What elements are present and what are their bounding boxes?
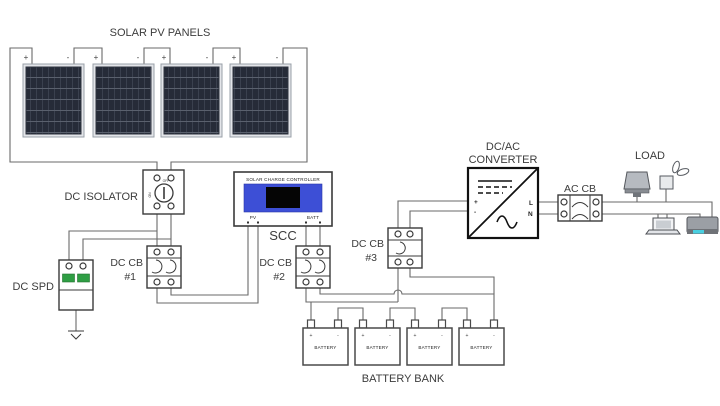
scc-batt-label: BATT [307,215,319,220]
dc-isolator: OFF ON DC ISOLATOR [64,169,185,215]
dc-breaker-2: DC CB #2 [259,245,331,289]
pv-panel-3 [160,63,223,138]
pv-panel-4 [229,63,292,138]
converter-label-1: DC/AC [486,141,520,153]
p4-minus: - [276,53,279,62]
battery-bank-label: BATTERY BANK [362,373,445,385]
p2-plus: + [94,53,99,62]
load-label: LOAD [635,150,665,162]
dc-breaker-3: DC CB #3 [351,227,423,269]
scc-lcd [266,187,300,208]
bat1-minus: - [337,333,339,339]
battery-1: + - BATTERY [302,319,349,366]
solar-pv-array: + - + - + - + - [22,53,292,138]
lamp-icon [623,171,651,197]
dc-cb1-label: DC CB [110,257,143,269]
bat2-plus: + [362,333,365,339]
bat3-plus: + [414,333,417,339]
p1-minus: - [67,53,70,62]
dc-isolator-label: DC ISOLATOR [64,191,138,203]
dc-breaker-1: DC CB #1 [110,245,182,289]
solar-charge-controller: SOLAR CHARGE CONTROLLER PV BATT SCC [233,171,333,243]
converter-neutral: N [528,211,533,218]
microwave-icon [686,216,719,234]
dc-symbol-icon [478,180,512,194]
ac-breaker: AC CB [557,183,603,222]
battery-3-label: BATTERY [418,345,440,350]
p1-plus: + [24,53,29,62]
battery-2-label: BATTERY [366,345,388,350]
bat3-minus: - [441,333,443,339]
load-group: LOAD [623,150,719,235]
laptop-icon [645,217,681,235]
ac-sine-icon [496,215,518,229]
earth-ground-icon [68,330,84,340]
spd-status-window-2 [77,273,90,283]
wiring [9,47,713,331]
dc-spd: DC SPD [12,259,94,340]
battery-bank: + - BATTERY + - BATTERY + - BATTERY + [302,319,505,385]
converter-minus: - [474,209,476,216]
converter-label-2: CONVERTER [469,154,538,166]
isolator-off-label: OFF [163,179,170,183]
bat4-minus: - [493,333,495,339]
pv-panel-1 [22,63,85,138]
battery-1-label: BATTERY [314,345,336,350]
scc-header: SOLAR CHARGE CONTROLLER [246,177,320,182]
converter-plus: + [474,199,478,206]
scc-abbr-label: SCC [269,228,296,243]
battery-4: + - BATTERY [458,319,505,366]
rotary-switch-icon: OFF ON [148,179,174,203]
battery-4-label: BATTERY [470,345,492,350]
dc-cb1-number: #1 [124,271,136,283]
p3-plus: + [162,53,167,62]
dc-cb2-label: DC CB [259,257,292,269]
dc-cb2-number: #2 [273,271,285,283]
isolator-on-label: ON [148,192,152,198]
microwave-display [693,230,704,234]
converter-live: L [529,200,533,207]
p4-plus: + [232,53,237,62]
bat1-plus: + [310,333,313,339]
battery-3: + - BATTERY [406,319,453,366]
dc-cb3-number: #3 [365,252,377,264]
battery-2: + - BATTERY [354,319,401,366]
spd-status-window-1 [62,273,75,283]
p2-minus: - [137,53,140,62]
pv-panel-2 [92,63,155,138]
p3-minus: - [206,53,209,62]
ac-cb-label: AC CB [564,183,596,195]
bat2-minus: - [389,333,391,339]
fan-icon [659,160,690,190]
bat4-plus: + [466,333,469,339]
pv-polarity-marks: + - + - + - + - [24,53,279,62]
dc-cb3-label: DC CB [351,238,384,250]
solar-panels-title: SOLAR PV PANELS [110,27,211,39]
dc-ac-converter: DC/AC CONVERTER + - L N [466,141,540,240]
dc-spd-label: DC SPD [12,281,54,293]
scc-pv-label: PV [250,215,257,220]
